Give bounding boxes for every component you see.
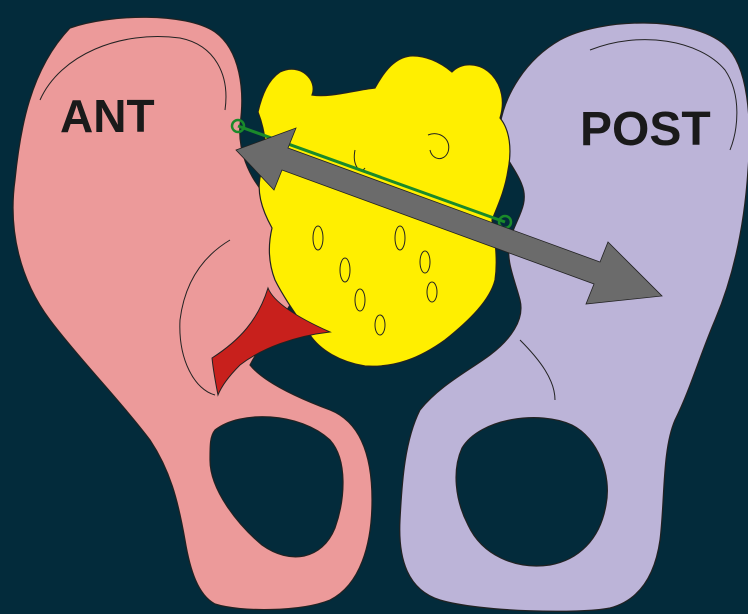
- posterior-label: POST: [580, 103, 711, 156]
- anterior-label: ANT: [60, 90, 155, 142]
